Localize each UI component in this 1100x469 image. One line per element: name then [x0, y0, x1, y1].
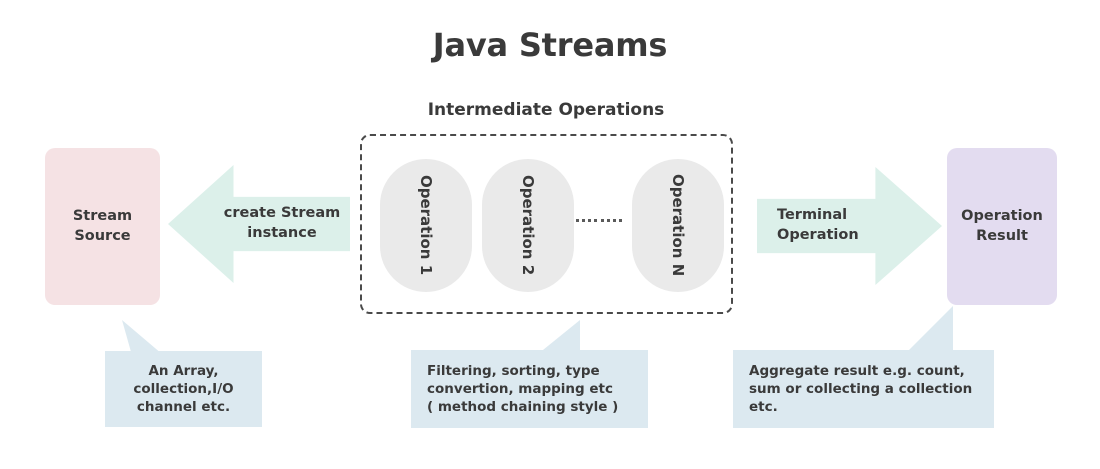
- terminal-operation-label-line2: Operation: [777, 227, 859, 243]
- create-stream-label-line1: create Stream: [223, 205, 341, 222]
- operation-result-label-line1: Operation: [961, 207, 1043, 224]
- callout-intermediate-text: Filtering, sorting, type convertion, map…: [427, 362, 632, 417]
- callout-terminal-tail: [905, 306, 953, 354]
- operation-result-box: Operation Result: [947, 148, 1057, 305]
- operation-result-label: Operation Result: [961, 207, 1043, 246]
- create-stream-arrow-label: create Stream instance: [214, 165, 350, 283]
- ellipsis-dot: [576, 218, 579, 222]
- operation-pill-2: Operation 2: [482, 159, 574, 292]
- create-stream-arrow-left: create Stream instance: [168, 165, 350, 283]
- operation-pill-1: Operation 1: [380, 159, 472, 292]
- ellipsis-dot: [612, 218, 616, 222]
- terminal-operation-arrow-right: Terminal Operation: [757, 167, 942, 285]
- stream-source-label-line1: Stream: [72, 207, 133, 224]
- ellipsis-dot: [594, 218, 598, 222]
- callout-intermediate-line2: convertion, mapping etc: [427, 380, 614, 397]
- operation-result-label-line2: Result: [976, 227, 1028, 244]
- callout-intermediate-tail: [538, 320, 580, 354]
- ellipsis-dot: [600, 218, 604, 222]
- callout-terminal-line3: etc.: [749, 399, 778, 416]
- callout-terminal-result: Aggregate result e.g. count, sum or coll…: [733, 350, 994, 428]
- terminal-operation-label-line1: Terminal: [777, 207, 848, 224]
- operation-pill-1-label: Operation 1: [417, 175, 435, 276]
- stream-source-box: Stream Source: [45, 148, 160, 305]
- callout-source-line1: An Array,: [148, 362, 219, 379]
- callout-terminal-text: Aggregate result e.g. count, sum or coll…: [749, 362, 978, 417]
- page-title: Java Streams: [432, 26, 668, 64]
- terminal-operation-arrow-label: Terminal Operation: [767, 167, 887, 285]
- stream-source-label-line2: Source: [74, 227, 131, 244]
- ellipsis-dot: [606, 218, 610, 222]
- callout-stream-source: An Array, collection,I/O channel etc.: [105, 351, 262, 427]
- callout-source-line2: collection,I/O: [133, 380, 234, 397]
- operation-pill-n: Operation N: [632, 159, 724, 292]
- callout-terminal-line2: sum or collecting a collection: [749, 380, 973, 397]
- callout-intermediate-line1: Filtering, sorting, type: [427, 362, 600, 379]
- callout-source-line3: channel etc.: [136, 399, 231, 416]
- callout-source-tail: [122, 320, 162, 354]
- operation-pill-2-label: Operation 2: [519, 175, 537, 276]
- ellipsis-dot: [588, 218, 592, 222]
- ellipsis-dot: [618, 218, 622, 222]
- stream-source-label: Stream Source: [73, 207, 132, 246]
- callout-intermediate-operations: Filtering, sorting, type convertion, map…: [411, 350, 648, 428]
- callout-stream-source-text: An Array, collection,I/O channel etc.: [117, 362, 250, 417]
- ellipsis-dot: [582, 218, 586, 222]
- callout-intermediate-line3: ( method chaining style ): [427, 399, 619, 416]
- section-title-intermediate-operations: Intermediate Operations: [427, 100, 665, 120]
- intermediate-operations-container: Operation 1 Operation 2 Operation N: [360, 134, 733, 314]
- operations-ellipsis-dots: [576, 215, 622, 225]
- create-stream-label-line2: instance: [247, 225, 317, 241]
- operation-pill-n-label: Operation N: [669, 174, 687, 277]
- callout-terminal-line1: Aggregate result e.g. count,: [749, 362, 965, 379]
